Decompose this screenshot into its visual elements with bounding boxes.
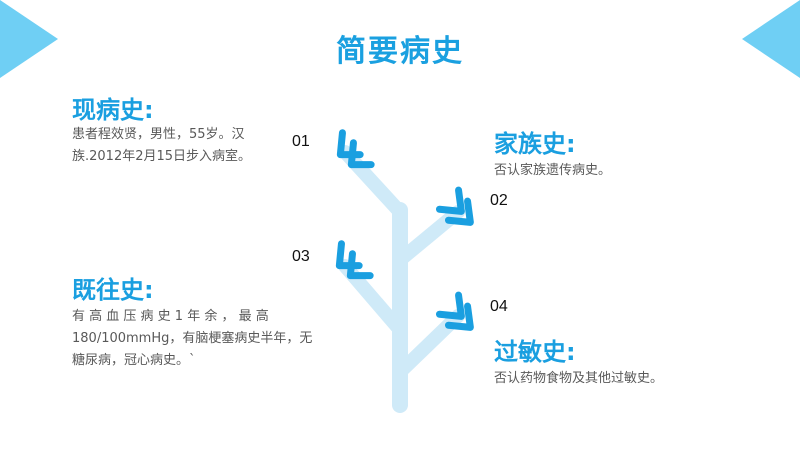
allergy-history-line-1: 否认药物食物及其他过敏史。 <box>494 371 664 386</box>
chevron-marker-icon <box>435 291 474 331</box>
family-history-text: 否认家族遗传病史。 <box>494 160 754 182</box>
chevron-marker-icon <box>435 186 474 226</box>
chevron-marker-icon <box>335 240 374 280</box>
past-history-line-1: 有 高 血 压 病 史 1 年 余 ， 最 高 <box>72 309 269 324</box>
section-number-01: 01 <box>292 133 310 150</box>
right-corner-triangle <box>742 0 800 78</box>
marker-02 <box>435 186 465 215</box>
past-history-text: 有 高 血 压 病 史 1 年 余 ， 最 高 180/100mmHg，有脑梗塞… <box>72 306 352 372</box>
past-history-line-2: 180/100mmHg，有脑梗塞病史半年，无 <box>72 331 313 346</box>
page-title: 简要病史 <box>336 34 464 69</box>
current-illness-line-1: 患者程效贤，男性，55岁。汉 <box>72 127 245 142</box>
current-illness-text: 患者程效贤，男性，55岁。汉 族.2012年2月15日步入病室。 <box>72 124 292 168</box>
marker-04 <box>435 291 465 320</box>
section-number-04: 04 <box>490 298 508 315</box>
past-history-line-3: 糖尿病，冠心病史。` <box>72 353 196 368</box>
current-illness-heading: 现病史: <box>72 96 154 124</box>
current-illness-line-2: 族.2012年2月15日步入病室。 <box>72 149 252 164</box>
family-history-heading: 家族史: <box>494 130 576 158</box>
chevron-marker-icon <box>336 129 375 169</box>
family-history-line-1: 否认家族遗传病史。 <box>494 163 612 178</box>
section-number-02: 02 <box>490 192 508 209</box>
allergy-history-heading: 过敏史: <box>494 338 576 366</box>
past-history-heading: 既往史: <box>72 276 154 304</box>
section-number-03: 03 <box>292 248 310 265</box>
allergy-history-text: 否认药物食物及其他过敏史。 <box>494 368 774 390</box>
left-corner-triangle <box>0 0 58 78</box>
